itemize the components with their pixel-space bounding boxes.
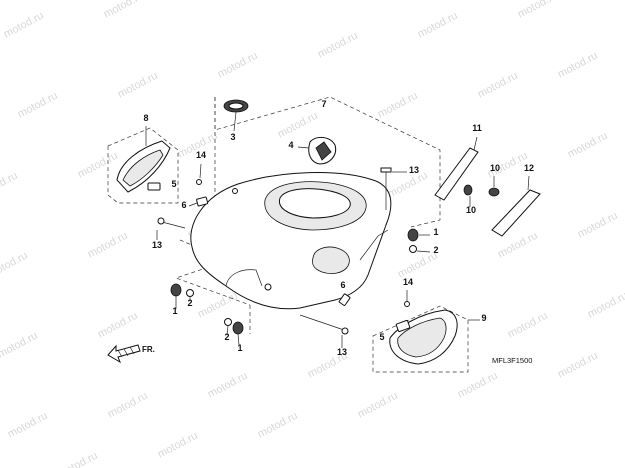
- watermark-text: motod.ru: [576, 210, 620, 241]
- watermark-text: motod.ru: [96, 310, 140, 341]
- callout-c10a: 10: [490, 163, 500, 173]
- callout-c13a: 13: [152, 240, 162, 250]
- watermark-text: motod.ru: [56, 450, 100, 468]
- watermark-text: motod.ru: [2, 10, 46, 41]
- watermark-text: motod.ru: [6, 410, 50, 441]
- callout-c1a: 1: [172, 306, 177, 316]
- watermark-text: motod.ru: [16, 90, 60, 121]
- watermark-text: motod.ru: [566, 130, 610, 161]
- watermark-text: motod.ru: [116, 70, 160, 101]
- callout-c11: 11: [472, 123, 482, 133]
- front-direction-label: FR.: [142, 345, 155, 354]
- trim-part-12: [491, 175, 541, 237]
- watermark-text: motod.ru: [102, 0, 146, 21]
- tank-cover-part-7: [190, 172, 392, 310]
- clips-part-6: [188, 196, 351, 306]
- watermark-text: motod.ru: [0, 170, 20, 201]
- callout-c13b: 13: [409, 165, 419, 175]
- front-direction-arrow: FR.: [107, 344, 155, 364]
- watermark-text: motod.ru: [316, 30, 360, 61]
- callout-c1c: 1: [433, 227, 438, 237]
- grommets-part-10: [463, 176, 500, 207]
- watermark-text: motod.ru: [0, 330, 40, 361]
- callout-c3: 3: [230, 132, 235, 142]
- watermark-text: motod.ru: [556, 50, 600, 81]
- callout-c6a: 6: [181, 200, 186, 210]
- watermark-text: motod.ru: [476, 70, 520, 101]
- callout-c2b: 2: [224, 332, 229, 342]
- diagram-code: MFL3F1500: [492, 356, 532, 365]
- callout-c8: 8: [143, 113, 148, 123]
- callout-c2a: 2: [187, 298, 192, 308]
- watermark-text: motod.ru: [386, 170, 430, 201]
- washers-part-2: [186, 245, 431, 336]
- callout-c9: 9: [481, 313, 486, 323]
- watermark-text: motod.ru: [416, 10, 460, 41]
- trim-part-11: [434, 136, 479, 201]
- watermark-text: motod.ru: [0, 250, 30, 281]
- watermark-text: motod.ru: [206, 370, 250, 401]
- callout-c4: 4: [288, 140, 293, 150]
- watermark-text: motod.ru: [506, 310, 550, 341]
- watermark-text: motod.ru: [76, 150, 120, 181]
- callout-c2c: 2: [433, 245, 438, 255]
- watermark-text: motod.ru: [86, 230, 130, 261]
- watermark-text: motod.ru: [216, 50, 260, 81]
- watermark-text: motod.ru: [256, 410, 300, 441]
- callout-c1b: 1: [237, 343, 242, 353]
- watermark-text: motod.ru: [516, 0, 560, 21]
- callout-c7: 7: [321, 99, 326, 109]
- side-panel-part-8: [116, 126, 171, 193]
- bolts-part-13: [156, 167, 407, 348]
- watermark-text: motod.ru: [556, 350, 600, 381]
- watermark-text: motod.ru: [276, 110, 320, 141]
- watermark-text: motod.ru: [586, 290, 625, 321]
- watermark-text: motod.ru: [156, 430, 200, 461]
- cap-ring-part-3: [223, 99, 249, 132]
- callout-c12: 12: [524, 163, 534, 173]
- dampers-part-1: [170, 228, 430, 346]
- callout-c5b: 5: [379, 332, 384, 342]
- callout-c14b: 14: [403, 277, 413, 287]
- watermark-text: motod.ru: [196, 290, 240, 321]
- screws-part-14: [196, 163, 410, 307]
- callout-c13c: 13: [337, 347, 347, 357]
- side-panel-part-9: [389, 309, 480, 365]
- callout-c5a: 5: [171, 179, 176, 189]
- callout-c10b: 10: [466, 205, 476, 215]
- watermark-text: motod.ru: [356, 390, 400, 421]
- watermark-text: motod.ru: [376, 90, 420, 121]
- watermark-text: motod.ru: [456, 370, 500, 401]
- callout-c14a: 14: [196, 150, 206, 160]
- emblem-part-4: [297, 137, 337, 165]
- callout-c6b: 6: [340, 280, 345, 290]
- watermark-text: motod.ru: [106, 390, 150, 421]
- watermark-text: motod.ru: [202, 0, 246, 1]
